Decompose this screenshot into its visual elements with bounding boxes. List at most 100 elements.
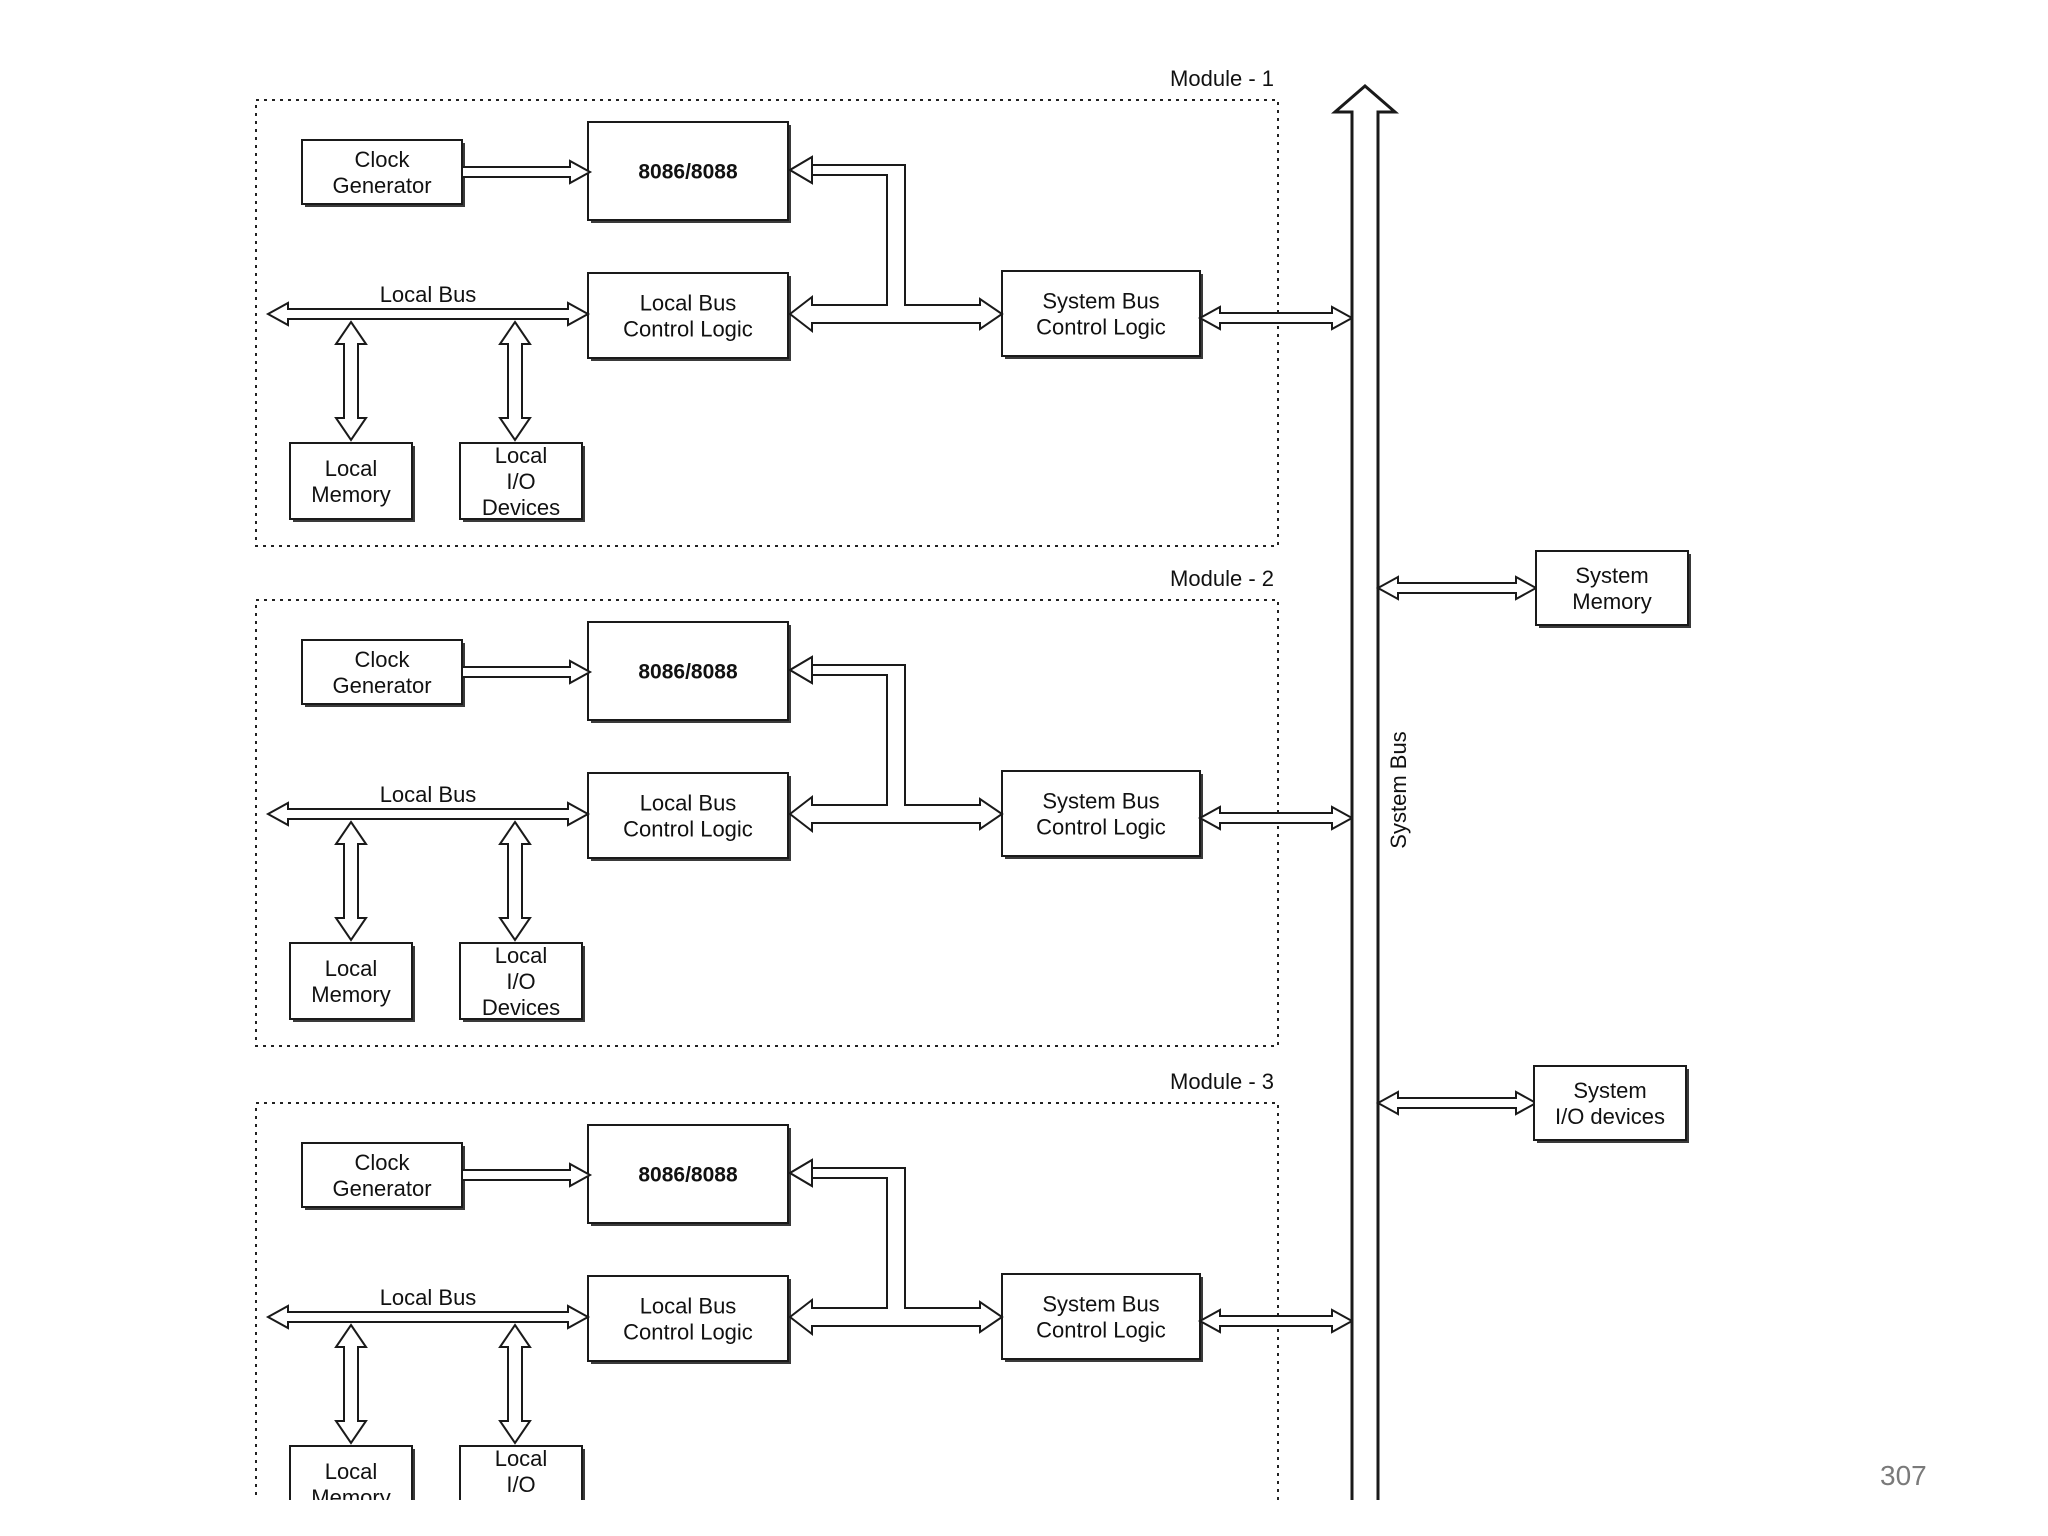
module-boundary <box>255 99 1279 547</box>
system-io-arrow <box>1375 1090 1539 1116</box>
cpu-box-label: 8086/8088 <box>638 661 738 684</box>
clock-to-cpu-arrow <box>461 1162 593 1188</box>
local-io-devices-box-label: Local <box>495 943 548 968</box>
local-memory-box-label: Local <box>325 956 378 981</box>
local-memory-arrow <box>334 1323 368 1445</box>
local-bus-control-logic-box-label: Local Bus <box>640 290 737 315</box>
system-bus-control-logic-box-label: Control Logic <box>1036 1317 1166 1342</box>
clock-generator-box-label: Generator <box>332 673 431 698</box>
local-memory-arrow <box>334 320 368 442</box>
local-bus-control-logic-box-label: Control Logic <box>623 1319 753 1344</box>
local-bus-arrow <box>265 301 591 327</box>
local-memory-box-label: Memory <box>311 482 390 507</box>
cpu-arrowhead <box>788 655 813 685</box>
local-bus-arrow <box>265 1304 591 1330</box>
module-title: Module - 1 <box>1170 66 1274 91</box>
system-memory-box-label: Memory <box>1572 589 1651 614</box>
local-memory-box-label: Memory <box>311 1485 390 1510</box>
local-io-devices-box-label: Devices <box>482 995 560 1020</box>
system-bus-control-logic-box-label: System Bus <box>1042 288 1159 313</box>
local-io-devices-box-label: Local <box>495 443 548 468</box>
local-io-arrow <box>498 1323 532 1445</box>
local-memory-arrow <box>334 820 368 942</box>
cpu-box: 8086/8088 <box>587 621 791 723</box>
system-io-devices-box-label: System <box>1573 1078 1646 1103</box>
clock-generator-box-label: Generator <box>332 173 431 198</box>
local-io-devices-box-label: I/O <box>506 1472 535 1497</box>
local-bus-arrow <box>265 801 591 827</box>
sbcl-to-system-bus-arrow <box>1197 305 1355 331</box>
local-memory-box-label: Memory <box>311 982 390 1007</box>
module-title: Module - 2 <box>1170 566 1274 591</box>
system-bus-control-logic-box-label: System Bus <box>1042 1291 1159 1316</box>
local-bus-label: Local Bus <box>380 1285 477 1310</box>
clock-generator-box-label: Clock <box>354 147 410 172</box>
page-number: 307 <box>1880 1460 1927 1491</box>
clock-to-cpu-arrow <box>461 159 593 185</box>
module-title: Module - 3 <box>1170 1069 1274 1094</box>
system-bus-control-logic-box-label: Control Logic <box>1036 814 1166 839</box>
system-bus-control-logic-box-label: System Bus <box>1042 788 1159 813</box>
local-io-devices-box-label: I/O <box>506 969 535 994</box>
clock-generator-box-label: Generator <box>332 1176 431 1201</box>
cpu-box-label: 8086/8088 <box>638 161 738 184</box>
local-io-arrow <box>498 820 532 942</box>
clock-to-cpu-arrow <box>461 659 593 685</box>
local-bus-control-logic-box-label: Local Bus <box>640 1293 737 1318</box>
local-memory-box-label: Local <box>325 1459 378 1484</box>
clock-generator-box-label: Clock <box>354 647 410 672</box>
cpu-box-label: 8086/8088 <box>638 1164 738 1187</box>
clock-generator-box-label: Clock <box>354 1150 410 1175</box>
cpu-system-bus-path-arrow <box>788 1158 1004 1337</box>
local-io-devices-box-label: Local <box>495 1446 548 1471</box>
cpu-arrowhead <box>788 1158 813 1188</box>
cpu-system-bus-path-arrow <box>788 655 1004 834</box>
system-bus-arrow <box>1330 84 1400 1500</box>
system-memory-box-label: System <box>1575 563 1648 588</box>
local-bus-label: Local Bus <box>380 782 477 807</box>
local-bus-control-logic-box-label: Control Logic <box>623 816 753 841</box>
system-bus-label: System Bus <box>1386 731 1411 848</box>
module-boundary <box>255 599 1279 1047</box>
system-bus-control-logic-box-label: Control Logic <box>1036 314 1166 339</box>
cpu-box: 8086/8088 <box>587 1124 791 1226</box>
local-io-devices-box-label: I/O <box>506 469 535 494</box>
local-bus-label: Local Bus <box>380 282 477 307</box>
cpu-system-bus-path-arrow <box>788 155 1004 334</box>
cpu-arrowhead <box>788 155 813 185</box>
local-io-devices-box-label: Devices <box>482 1498 560 1523</box>
system-bus: System Bus <box>1330 84 1411 1500</box>
system-memory-arrow <box>1375 575 1539 601</box>
local-bus-control-logic-box-label: Local Bus <box>640 790 737 815</box>
local-io-devices-box-label: Devices <box>482 495 560 520</box>
local-memory-box-label: Local <box>325 456 378 481</box>
module-boundary <box>255 1102 1279 1500</box>
local-io-arrow <box>498 320 532 442</box>
sbcl-to-system-bus-arrow <box>1197 1308 1355 1334</box>
system-io-devices-box-label: I/O devices <box>1555 1104 1665 1129</box>
cpu-box: 8086/8088 <box>587 121 791 223</box>
sbcl-to-system-bus-arrow <box>1197 805 1355 831</box>
local-bus-control-logic-box-label: Control Logic <box>623 316 753 341</box>
